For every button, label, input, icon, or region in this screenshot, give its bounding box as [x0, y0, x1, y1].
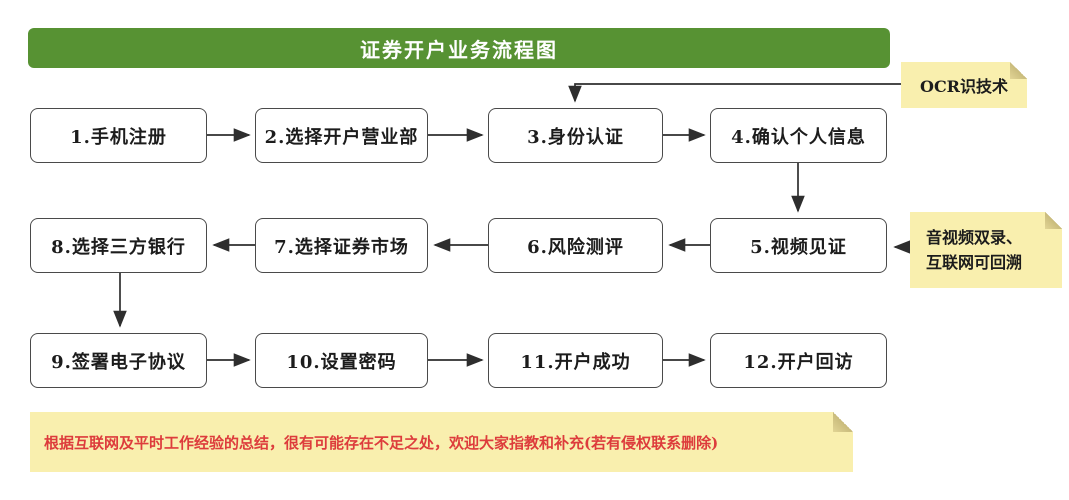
flow-box-5: 5.视频见证 [710, 218, 887, 273]
folded-corner-icon [1010, 62, 1027, 79]
flow-box-11: 11.开户成功 [488, 333, 663, 388]
ocr-note-text: OCR识技术 [920, 77, 1008, 96]
flow-box-2: 2.选择开户营业部 [255, 108, 428, 163]
flow-box-3: 3.身份认证 [488, 108, 663, 163]
folded-corner-icon [833, 412, 853, 432]
flow-box-8: 8.选择三方银行 [30, 218, 207, 273]
flow-box-1: 1.手机注册 [30, 108, 207, 163]
title-banner: 证券开户业务流程图 [28, 28, 890, 68]
flow-box-12: 12.开户回访 [710, 333, 887, 388]
page-title: 证券开户业务流程图 [360, 37, 558, 62]
disclaimer-note: 根据互联网及平时工作经验的总结，很有可能存在不足之处，欢迎大家指教和补充(若有侵… [30, 412, 853, 472]
flow-box-9: 9.签署电子协议 [30, 333, 207, 388]
folded-corner-icon [1045, 212, 1062, 229]
flow-box-6: 6.风险测评 [488, 218, 663, 273]
video-recording-note: 音视频双录、 互联网可回溯 [910, 212, 1062, 288]
flow-box-7: 7.选择证券市场 [255, 218, 428, 273]
video-note-line2: 互联网可回溯 [926, 253, 1023, 272]
ocr-note: OCR识技术 [901, 62, 1027, 108]
arrow-ocr-box3 [568, 83, 901, 103]
video-note-line1: 音视频双录、 [926, 228, 1023, 247]
disclaimer-text: 根据互联网及平时工作经验的总结，很有可能存在不足之处，欢迎大家指教和补充(若有侵… [44, 433, 719, 452]
flow-box-10: 10.设置密码 [255, 333, 428, 388]
flow-box-4: 4.确认个人信息 [710, 108, 887, 163]
